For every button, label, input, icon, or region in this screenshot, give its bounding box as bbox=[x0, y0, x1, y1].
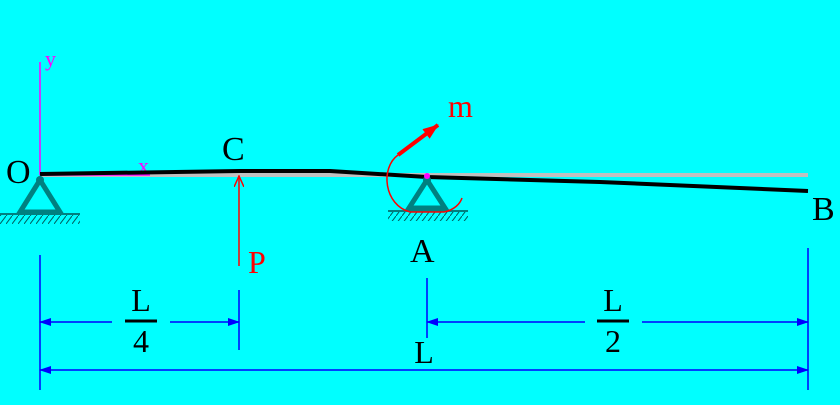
dimension-quarter-numerator: L bbox=[131, 282, 151, 318]
x-axis-label: x bbox=[138, 153, 149, 178]
dimension-half: L 2 bbox=[426, 282, 809, 359]
moment-arrow bbox=[396, 123, 440, 157]
pin-support-a bbox=[388, 173, 468, 221]
point-label-c: C bbox=[222, 131, 245, 168]
dimension-quarter-denominator: 4 bbox=[133, 323, 149, 359]
point-label-o: O bbox=[6, 154, 31, 191]
moment-arc bbox=[386, 154, 463, 213]
moment-label: m bbox=[448, 88, 473, 124]
point-label-b: B bbox=[812, 191, 835, 228]
dimension-quarter: L 4 bbox=[39, 282, 240, 359]
force-p-label: P bbox=[248, 244, 266, 280]
deflected-beam bbox=[39, 169, 809, 193]
dimension-half-denominator: 2 bbox=[605, 323, 621, 359]
dimension-total: L bbox=[39, 334, 809, 374]
pin-support-o bbox=[0, 175, 80, 224]
point-label-a: A bbox=[410, 233, 435, 270]
y-axis-label: y bbox=[45, 46, 56, 71]
dimension-half-numerator: L bbox=[603, 282, 623, 318]
dimension-total-label: L bbox=[414, 334, 434, 370]
